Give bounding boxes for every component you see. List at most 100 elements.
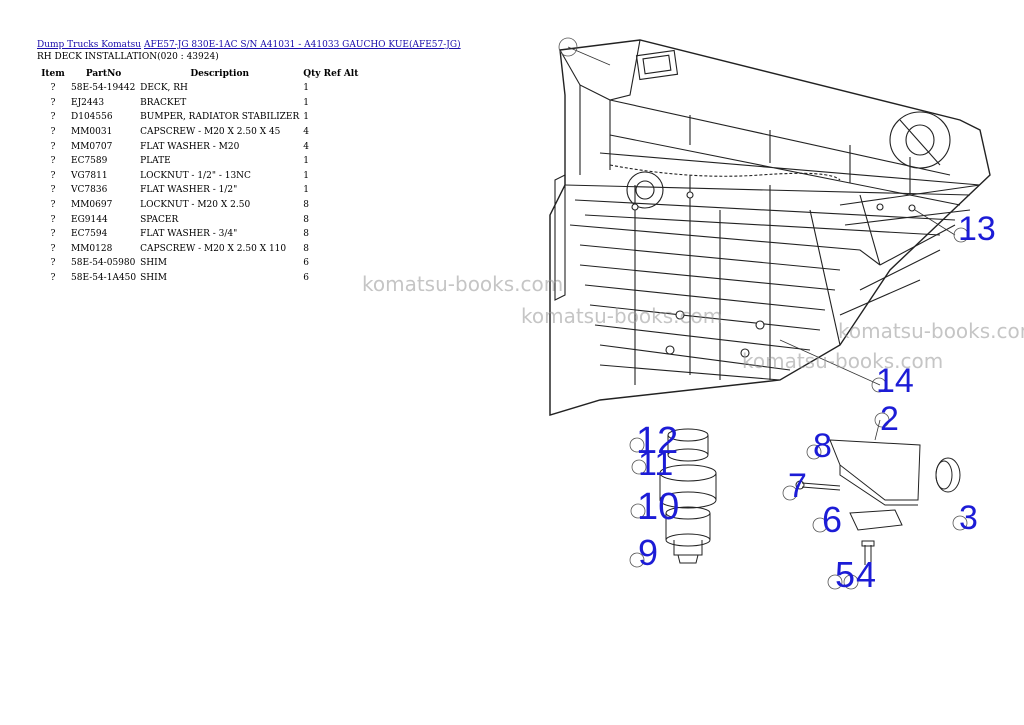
breadcrumb-link-model[interactable]: AFE57-JG 830E-1AC S/N A41031 - A41033 GA… (143, 40, 461, 50)
cell-partno: MM0697 (71, 200, 113, 211)
callout-3: 3 (959, 499, 978, 537)
header-qty: Qty (303, 68, 321, 79)
cell-qty: 1 (303, 156, 309, 167)
cell-description: LOCKNUT - 1/2" - 13NC (140, 170, 251, 181)
cell-qty: 1 (303, 112, 309, 123)
cell-description: BRACKET (140, 97, 187, 108)
deck-drawing (549, 39, 991, 416)
callout-2: 2 (880, 400, 899, 438)
table-row: ? MM0128 CAPSCREW - M20 X 2.50 X 110 8 (37, 242, 360, 257)
header-qty-ref-alt: Qty Ref Alt (301, 66, 360, 81)
table-row: ? VC7836 FLAT WASHER - 1/2" 1 (37, 183, 360, 198)
diagram-svg: 13 14 2 12 11 10 9 8 7 6 5 4 3 (549, 37, 996, 595)
callout-numbers: 13 14 2 12 11 10 9 8 7 6 5 4 3 (636, 210, 996, 595)
cell-qty: 1 (303, 83, 309, 94)
callout-12: 12 (636, 420, 678, 462)
cell-qty: 1 (303, 97, 309, 108)
cell-item: ? (50, 83, 56, 94)
cell-description: FLAT WASHER - 1/2" (140, 185, 238, 196)
header-item: Item (41, 68, 65, 79)
cell-qty: 8 (303, 214, 309, 225)
breadcrumb-link-category[interactable]: Dump Trucks Komatsu (37, 40, 142, 50)
cell-item: ? (50, 112, 56, 123)
cell-description: CAPSCREW - M20 X 2.50 X 45 (140, 127, 281, 138)
header-description: Description (190, 68, 250, 79)
table-row: ? MM0031 CAPSCREW - M20 X 2.50 X 45 4 (37, 125, 360, 140)
cell-qty: 4 (303, 141, 309, 152)
cell-partno: EC7589 (71, 156, 108, 167)
cell-description: SPACER (140, 214, 179, 225)
table-row: ? MM0697 LOCKNUT - M20 X 2.50 8 (37, 198, 360, 213)
cell-item: ? (50, 127, 56, 138)
cell-qty: 8 (303, 243, 309, 254)
cell-item: ? (50, 200, 56, 211)
cell-description: SHIM (140, 258, 167, 269)
callout-5: 5 (835, 554, 855, 595)
table-row: ? 58E-54-05980 SHIM 6 (37, 256, 360, 271)
callout-9: 9 (638, 532, 658, 573)
cell-partno: VC7836 (71, 185, 108, 196)
cell-qty: 6 (303, 273, 309, 284)
fastener-stack-drawing (659, 428, 717, 564)
cell-partno: 58E-54-05980 (71, 258, 136, 269)
cell-item: ? (50, 156, 56, 167)
cell-partno: VG7811 (71, 170, 108, 181)
breadcrumb: Dump Trucks Komatsu AFE57-JG 830E-1AC S/… (37, 40, 461, 50)
cell-description: SHIM (140, 273, 167, 284)
cell-description: CAPSCREW - M20 X 2.50 X 110 (140, 243, 287, 254)
callout-6: 6 (822, 499, 842, 540)
table-row: ? EG9144 SPACER 8 (37, 212, 360, 227)
callout-7: 7 (788, 467, 807, 505)
cell-qty: 4 (303, 127, 309, 138)
header-partno: PartNo (85, 68, 122, 79)
cell-qty: 1 (303, 185, 309, 196)
cell-description: DECK, RH (140, 83, 188, 94)
cell-item: ? (50, 243, 56, 254)
cell-item: ? (50, 273, 56, 284)
cell-qty: 8 (303, 200, 309, 211)
leader-lines (567, 46, 956, 441)
cell-description: LOCKNUT - M20 X 2.50 (140, 200, 251, 211)
callout-8: 8 (813, 427, 832, 465)
header-alt: Alt (343, 68, 359, 79)
cell-qty: 8 (303, 229, 309, 240)
bracket-drawing (795, 439, 961, 565)
cell-qty: 6 (303, 258, 309, 269)
cell-partno: EG9144 (71, 214, 108, 225)
cell-item: ? (50, 141, 56, 152)
cell-item: ? (50, 214, 56, 225)
parts-table: Item PartNo Description Qty Ref Alt ? 58E… (37, 66, 360, 285)
cell-item: ? (50, 229, 56, 240)
table-row: ? EC7589 PLATE 1 (37, 154, 360, 169)
cell-partno: 58E-54-1A450 (71, 273, 137, 284)
cell-partno: EC7594 (71, 229, 108, 240)
cell-description: PLATE (140, 156, 171, 167)
cell-item: ? (50, 185, 56, 196)
callout-13: 13 (958, 210, 996, 248)
cell-description: BUMPER, RADIATOR STABILIZER (140, 112, 300, 123)
callout-14: 14 (876, 362, 914, 400)
callout-10: 10 (637, 486, 679, 528)
cell-qty: 1 (303, 170, 309, 181)
cell-partno: EJ2443 (71, 97, 105, 108)
callout-11: 11 (638, 445, 673, 483)
cell-partno: D104556 (71, 112, 113, 123)
callout-4: 4 (856, 554, 876, 595)
watermark: komatsu-books.com (362, 272, 564, 296)
page-title: RH DECK INSTALLATION(020 : 43924) (37, 52, 219, 62)
cell-partno: MM0128 (71, 243, 113, 254)
header-ref: Ref (323, 68, 341, 79)
exploded-diagram: 13 14 2 12 11 10 9 8 7 6 5 4 3 (540, 35, 1000, 605)
callout-circles (558, 37, 969, 590)
table-header-row: Item PartNo Description Qty Ref Alt (37, 66, 360, 81)
cell-item: ? (50, 258, 56, 269)
cell-partno: MM0031 (71, 127, 113, 138)
cell-item: ? (50, 170, 56, 181)
cell-description: FLAT WASHER - M20 (140, 141, 240, 152)
